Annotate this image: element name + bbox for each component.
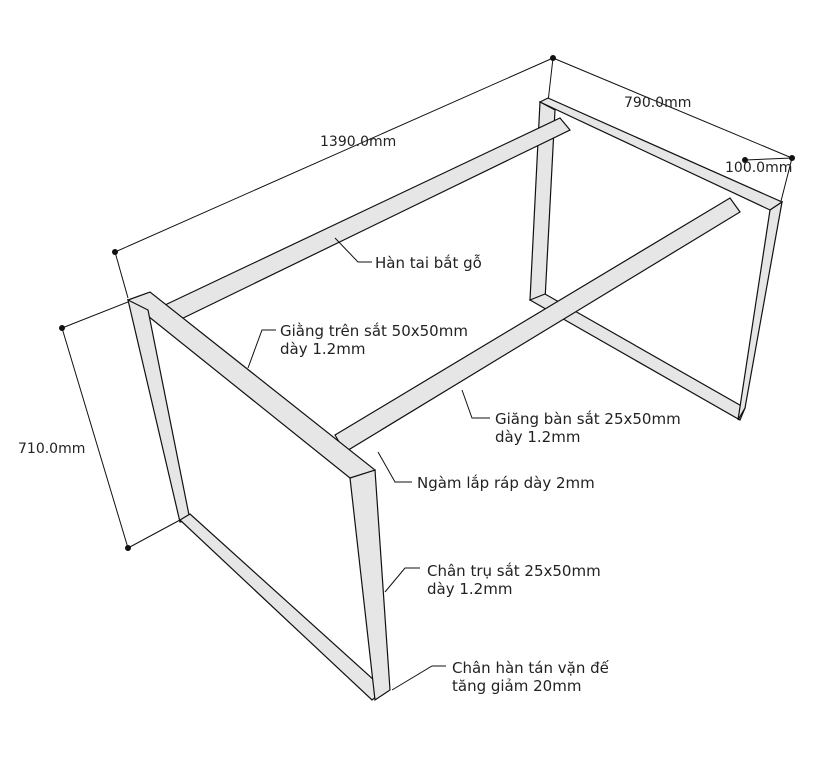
front-bottom-rail xyxy=(179,513,386,701)
frame-members xyxy=(126,97,784,702)
leader-lines xyxy=(247,237,490,691)
callout-weld-tab: Hàn tai bắt gỗ xyxy=(375,254,482,272)
dim-line-width xyxy=(552,57,793,159)
front-right-post xyxy=(349,469,391,702)
dim-length-label: 1390.0mm xyxy=(320,134,397,150)
dim-inset-label: 100.0mm xyxy=(725,160,793,176)
dim-width-label: 790.0mm xyxy=(624,95,692,111)
dimension-lines xyxy=(61,57,793,549)
callout-joint: Ngàm lắp ráp dày 2mm xyxy=(417,474,595,492)
dim-height-label: 710.0mm xyxy=(18,441,86,457)
back-right-post xyxy=(737,200,783,421)
dim-line-height xyxy=(61,327,129,549)
dim-line-length xyxy=(114,57,554,253)
dim-line-inset xyxy=(744,157,793,161)
back-top-rail xyxy=(538,97,784,211)
